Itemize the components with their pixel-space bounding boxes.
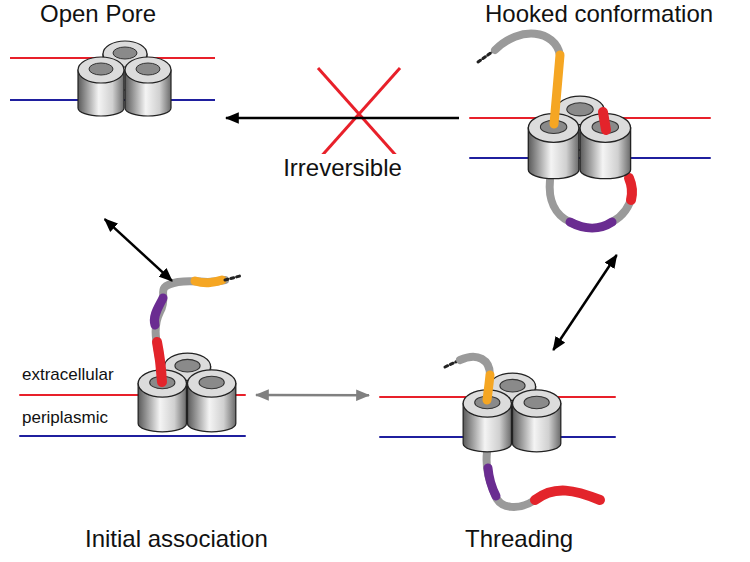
- transition-arrow: [226, 117, 459, 120]
- transition-arrow: [256, 394, 369, 397]
- state-title: Open Pore: [40, 0, 156, 28]
- edge-label: Irreversible: [280, 154, 405, 182]
- open-pore-figure: [10, 41, 215, 116]
- state-panel: Hooked conformation: [465, 35, 715, 250]
- hooked-figure: [470, 34, 710, 228]
- cross-mark: [318, 68, 400, 160]
- transition-arrow: [553, 255, 616, 350]
- initial-association-figure: [20, 276, 245, 436]
- state-panel: Open Pore: [10, 35, 220, 215]
- membrane-side-label: periplasmic: [22, 408, 108, 428]
- state-title: Hooked conformation: [485, 0, 713, 28]
- state-title: Initial association: [85, 525, 268, 553]
- transition-arrow: [105, 219, 172, 281]
- state-title: Threading: [465, 525, 573, 553]
- membrane-side-label: extracellular: [22, 365, 114, 385]
- state-panel: Threading: [375, 355, 620, 530]
- threading-figure: [380, 357, 615, 507]
